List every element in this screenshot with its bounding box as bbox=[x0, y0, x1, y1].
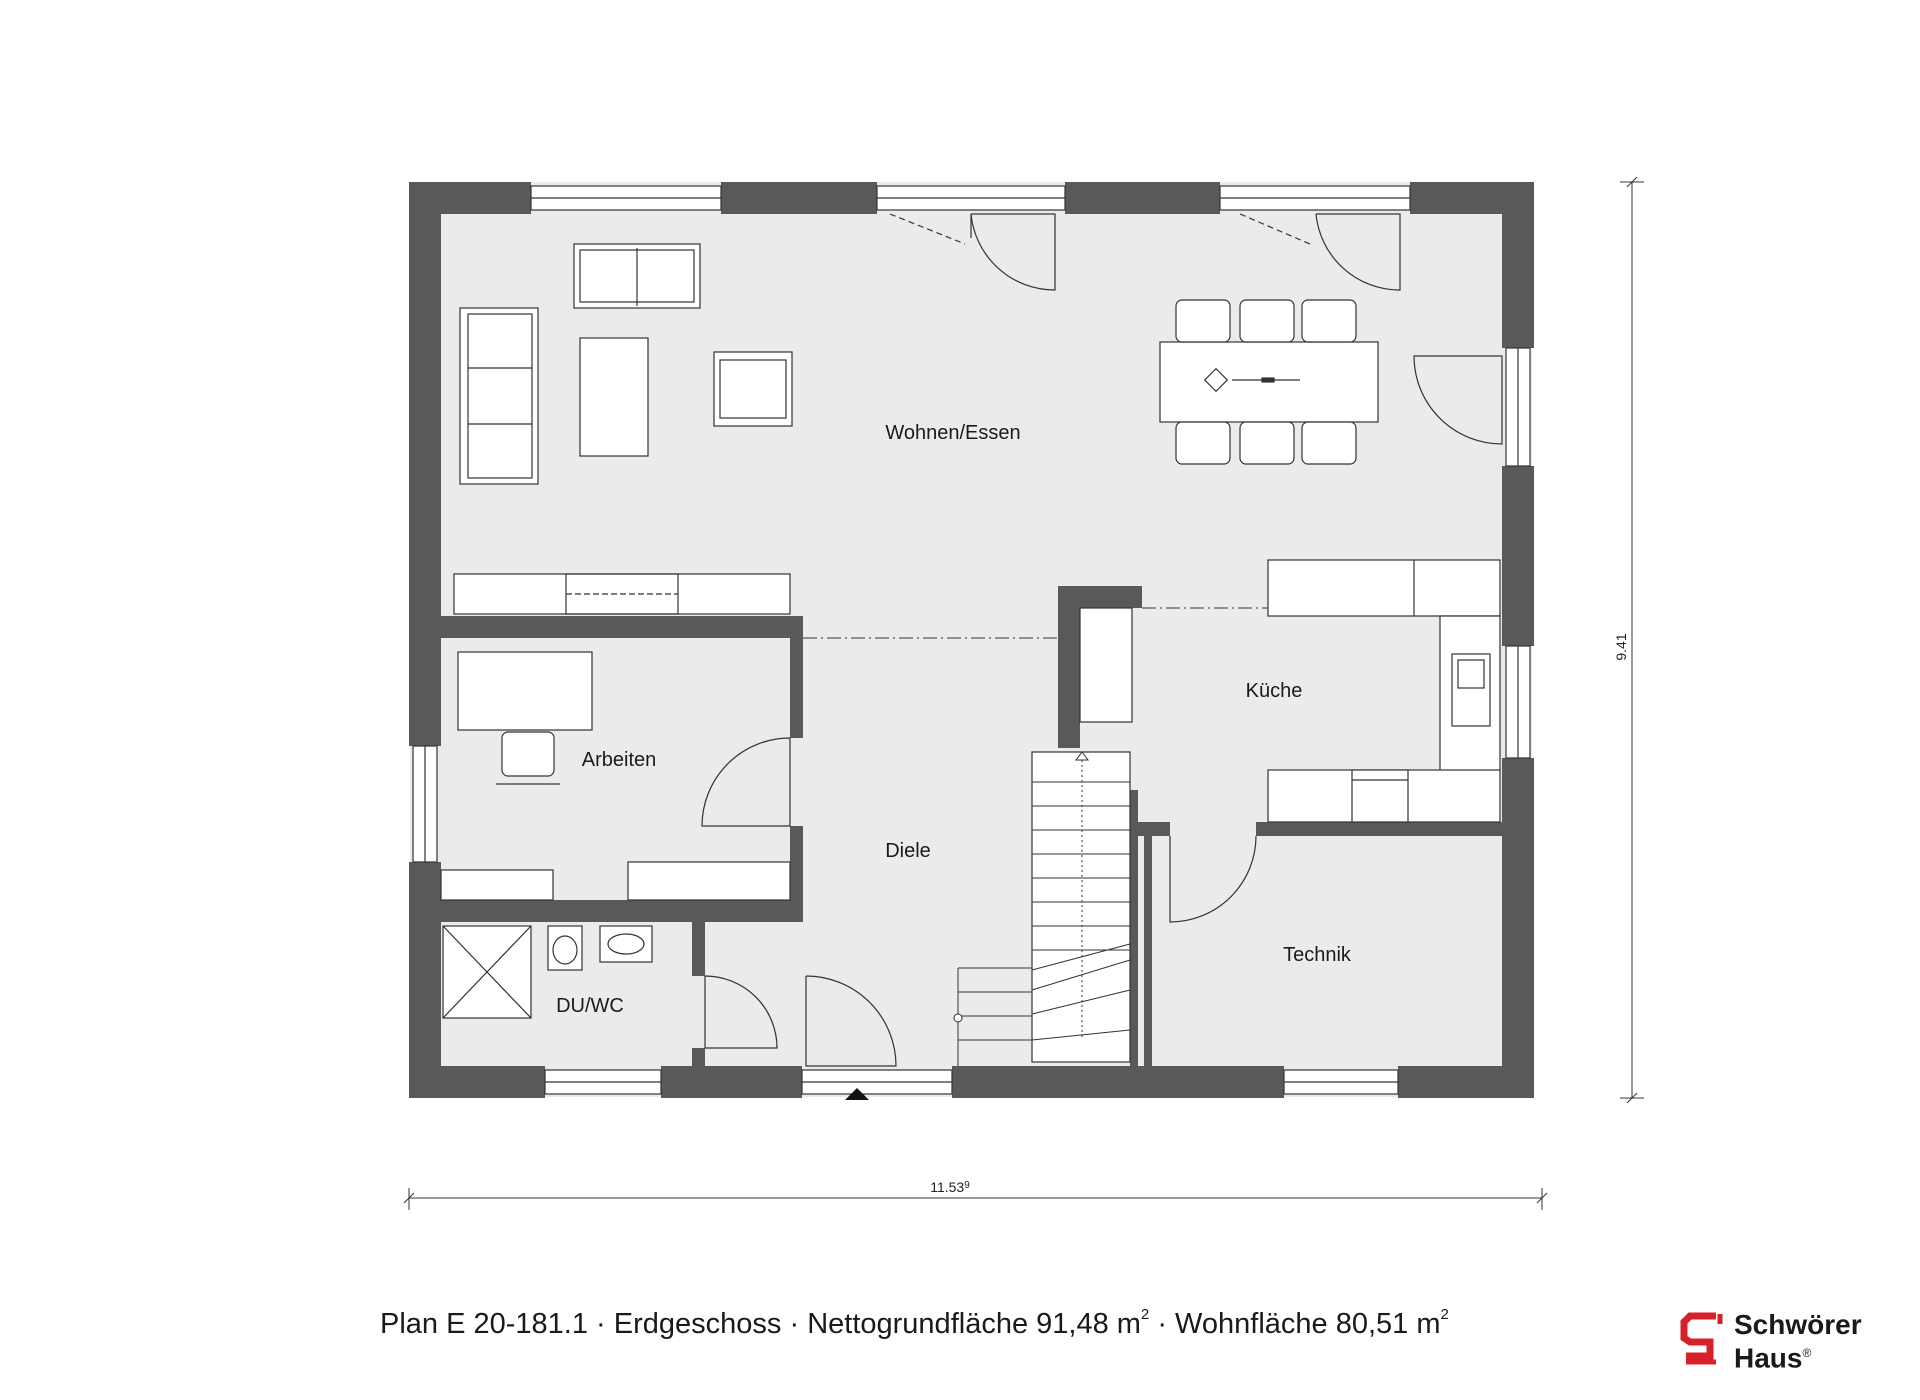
staircase-icon bbox=[1031, 751, 1131, 1063]
room-label-technik: Technik bbox=[1283, 944, 1352, 966]
dimension-width-label: 11.539 bbox=[930, 1179, 970, 1195]
room-label-wohnen-essen: Wohnen/Essen bbox=[885, 422, 1020, 444]
logo-text: Schwörer Haus® bbox=[1734, 1310, 1862, 1372]
plan-number: Plan E 20-181.1 bbox=[380, 1308, 588, 1340]
kitchen-counter-icon bbox=[1079, 607, 1133, 723]
caption-separator: · bbox=[1149, 1308, 1176, 1340]
chair-icon bbox=[1301, 421, 1357, 465]
furniture bbox=[440, 243, 1501, 1063]
sofa-icon bbox=[459, 307, 539, 485]
chair-icon bbox=[1239, 299, 1295, 343]
entrance-arrow-icon bbox=[845, 1088, 869, 1100]
unit-superscript: 2 bbox=[1140, 1306, 1150, 1323]
office-chair-icon bbox=[501, 731, 555, 777]
chair-icon bbox=[1175, 299, 1231, 343]
inner-walls bbox=[441, 586, 1502, 1066]
coffee-table-icon bbox=[579, 337, 649, 457]
chair-icon bbox=[1175, 421, 1231, 465]
chair-icon bbox=[1301, 299, 1357, 343]
room-label-arbeiten: Arbeiten bbox=[582, 749, 657, 771]
room-label-du-wc: DU/WC bbox=[556, 995, 624, 1017]
stove-icon bbox=[1351, 769, 1409, 823]
caption-separator: · bbox=[587, 1308, 614, 1340]
net-floor-area: Nettogrundfläche 91,48 m bbox=[807, 1308, 1141, 1340]
logo-s-mark-icon bbox=[1680, 1312, 1723, 1365]
desk-icon bbox=[457, 651, 593, 731]
dimension-width bbox=[403, 1188, 1548, 1210]
dimension-height-label: 9.41 bbox=[1613, 633, 1629, 660]
floor-name: Erdgeschoss bbox=[613, 1308, 782, 1340]
room-label-diele: Diele bbox=[885, 840, 931, 862]
armchair-icon bbox=[713, 351, 793, 427]
logo-line-2: Haus® bbox=[1734, 1342, 1812, 1374]
outer-walls bbox=[409, 182, 1534, 1098]
living-area: Wohnfläche 80,51 m bbox=[1175, 1308, 1441, 1340]
unit-superscript: 2 bbox=[1440, 1306, 1449, 1323]
windows bbox=[412, 185, 1531, 1095]
kitchen-counter-icon bbox=[1267, 559, 1501, 617]
plan-caption: Plan E 20-181.1 · Erdgeschoss · Nettogru… bbox=[380, 1306, 1449, 1341]
dimension-height bbox=[1620, 176, 1644, 1104]
caption-separator: · bbox=[781, 1308, 808, 1340]
stair-treads bbox=[953, 751, 1131, 1066]
schwoerer-haus-logo: Schwörer Haus® bbox=[1680, 1310, 1900, 1372]
chair-icon bbox=[1239, 421, 1295, 465]
room-label-kueche: Küche bbox=[1246, 680, 1303, 702]
doors bbox=[701, 213, 1503, 1067]
logo-line-1: Schwörer bbox=[1734, 1309, 1862, 1340]
